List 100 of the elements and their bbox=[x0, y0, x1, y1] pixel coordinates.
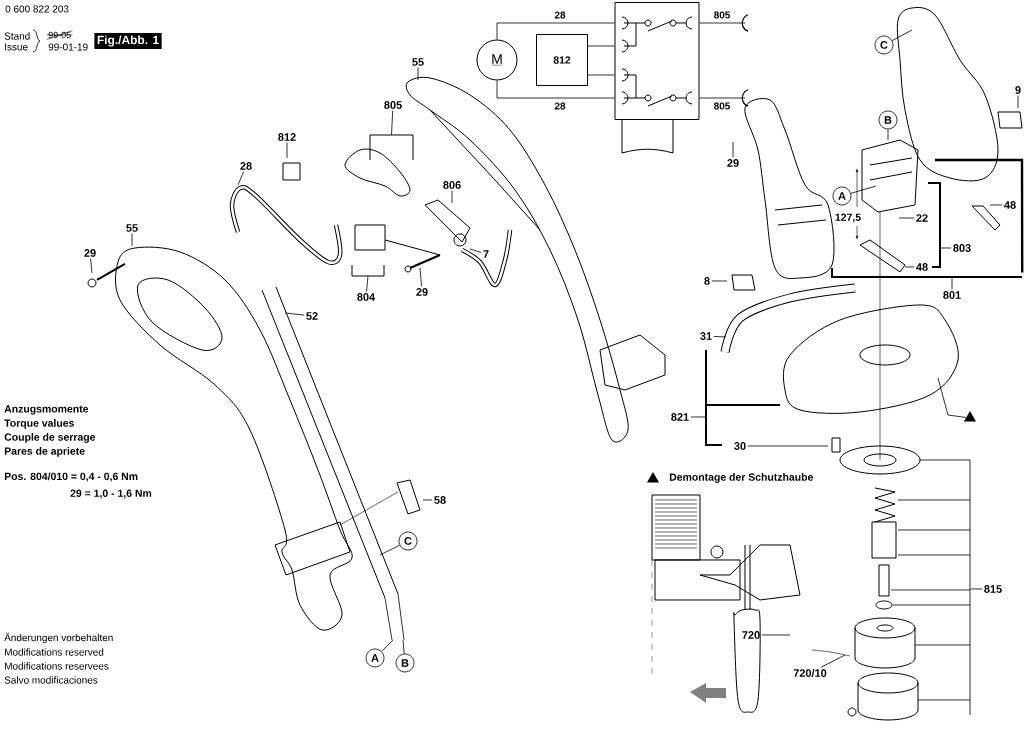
leader-line bbox=[90, 258, 93, 274]
wire bbox=[699, 97, 746, 99]
bracket bbox=[351, 264, 385, 277]
wire bbox=[496, 80, 615, 99]
switch-box bbox=[614, 2, 700, 120]
callout-number: 720 bbox=[742, 631, 760, 639]
edge-label: 805 bbox=[712, 10, 732, 20]
leader-line bbox=[419, 267, 422, 287]
leader-line bbox=[935, 158, 1024, 273]
callout-number: 30 bbox=[734, 442, 746, 450]
leader-line bbox=[732, 141, 734, 158]
note-text: Salvo modificaciones bbox=[4, 676, 98, 684]
bracket bbox=[890, 459, 971, 716]
note-text: Änderungen vorbehalten bbox=[4, 632, 113, 644]
callout-number: 821 bbox=[671, 413, 689, 421]
callout-number: 812 bbox=[278, 133, 296, 141]
callout-number: 29 bbox=[727, 159, 739, 167]
note-text: Modifications reservees bbox=[5, 662, 109, 670]
callout-number: 28 bbox=[240, 162, 252, 170]
callout-number: 803 bbox=[953, 244, 971, 252]
callout-number: 31 bbox=[700, 332, 712, 340]
edge-label: 805 bbox=[712, 101, 732, 111]
leader-line bbox=[989, 204, 1003, 206]
wire bbox=[587, 45, 615, 47]
leader-line bbox=[761, 634, 791, 636]
heading: Pares de apriete bbox=[4, 447, 85, 457]
leader-line bbox=[937, 377, 967, 418]
leader-line bbox=[131, 233, 133, 247]
field-label: Issue bbox=[5, 43, 28, 51]
leader-line bbox=[417, 67, 419, 81]
callout-number: 48 bbox=[1004, 201, 1016, 209]
callout-number: 55 bbox=[126, 224, 138, 232]
heading: Torque values bbox=[4, 419, 74, 429]
heading: Couple de serrage bbox=[4, 433, 96, 443]
callout-number: 7 bbox=[483, 250, 489, 258]
callout-number: 9 bbox=[1015, 86, 1021, 94]
leader-line bbox=[391, 110, 394, 136]
callout-letter: A bbox=[365, 648, 385, 668]
leader-line bbox=[451, 190, 453, 204]
wire bbox=[496, 22, 615, 40]
heading: Anzugsmomente bbox=[4, 405, 89, 415]
leader-line bbox=[969, 588, 983, 590]
triangle-mark bbox=[646, 472, 660, 483]
note-heading: Demontage der Schutzhaube bbox=[669, 473, 813, 483]
leader-line bbox=[286, 142, 288, 159]
leader-line bbox=[887, 129, 889, 141]
leader-line bbox=[284, 312, 305, 316]
struck-date: 99-05 bbox=[46, 30, 73, 40]
callout-number: 48 bbox=[916, 263, 928, 271]
leader-line bbox=[711, 280, 728, 282]
figure-badge: Fig./Abb. 1 bbox=[94, 32, 162, 50]
leader-line bbox=[713, 336, 727, 338]
component-box: 812 bbox=[536, 34, 588, 86]
callout-number: 29 bbox=[84, 249, 96, 257]
callout-number: 804 bbox=[357, 293, 376, 301]
leader-line bbox=[820, 654, 846, 668]
callout-number: 22 bbox=[916, 214, 928, 222]
bracket bbox=[369, 134, 414, 161]
wire bbox=[699, 22, 746, 24]
leader-line bbox=[904, 266, 915, 268]
callout-number: 29 bbox=[416, 288, 428, 296]
triangle-mark bbox=[963, 411, 977, 422]
leader-line bbox=[850, 185, 877, 194]
callout-number: 805 bbox=[384, 101, 402, 109]
leader-line bbox=[1017, 95, 1019, 109]
callout-number: 815 bbox=[984, 585, 1002, 593]
callout-number: 8 bbox=[704, 277, 710, 285]
torque-value: Pos. 804/010 = 0,4 - 0,6 Nm bbox=[4, 472, 138, 482]
leader-line bbox=[402, 639, 405, 654]
callout-number: 58 bbox=[434, 496, 446, 504]
leader-line bbox=[690, 416, 707, 418]
callout-letter: C bbox=[874, 35, 894, 55]
leader-line bbox=[366, 275, 369, 292]
part-number: 0 600 822 203 bbox=[5, 5, 69, 13]
leader-line bbox=[747, 445, 829, 447]
callout-number: 52 bbox=[306, 312, 318, 320]
leader-line bbox=[951, 276, 953, 290]
field-label: Stand bbox=[4, 32, 30, 40]
callout-number: 801 bbox=[943, 291, 961, 299]
callout-number: 55 bbox=[412, 58, 424, 66]
callout-letter: B bbox=[395, 653, 415, 673]
bracket bbox=[927, 182, 941, 268]
leader-line bbox=[469, 248, 482, 253]
leader-line bbox=[237, 171, 245, 186]
date-text: 99-01-19 bbox=[48, 43, 88, 51]
leader-line bbox=[381, 639, 394, 652]
leader-line bbox=[891, 29, 913, 41]
leader-line bbox=[898, 217, 915, 219]
callout-number: 720/10 bbox=[793, 668, 827, 678]
callout-number: 806 bbox=[443, 181, 461, 189]
leader-line bbox=[422, 499, 433, 501]
leader-line bbox=[379, 544, 400, 556]
edge-label: 28 bbox=[553, 101, 567, 111]
leader-line bbox=[939, 247, 952, 249]
callout-letter: A bbox=[832, 186, 852, 206]
callout-letter: B bbox=[878, 110, 898, 130]
callout-letter: C bbox=[398, 531, 418, 551]
wire bbox=[587, 74, 615, 76]
note-text: Modifications reserved bbox=[5, 648, 104, 656]
edge-label: 28 bbox=[553, 10, 567, 20]
